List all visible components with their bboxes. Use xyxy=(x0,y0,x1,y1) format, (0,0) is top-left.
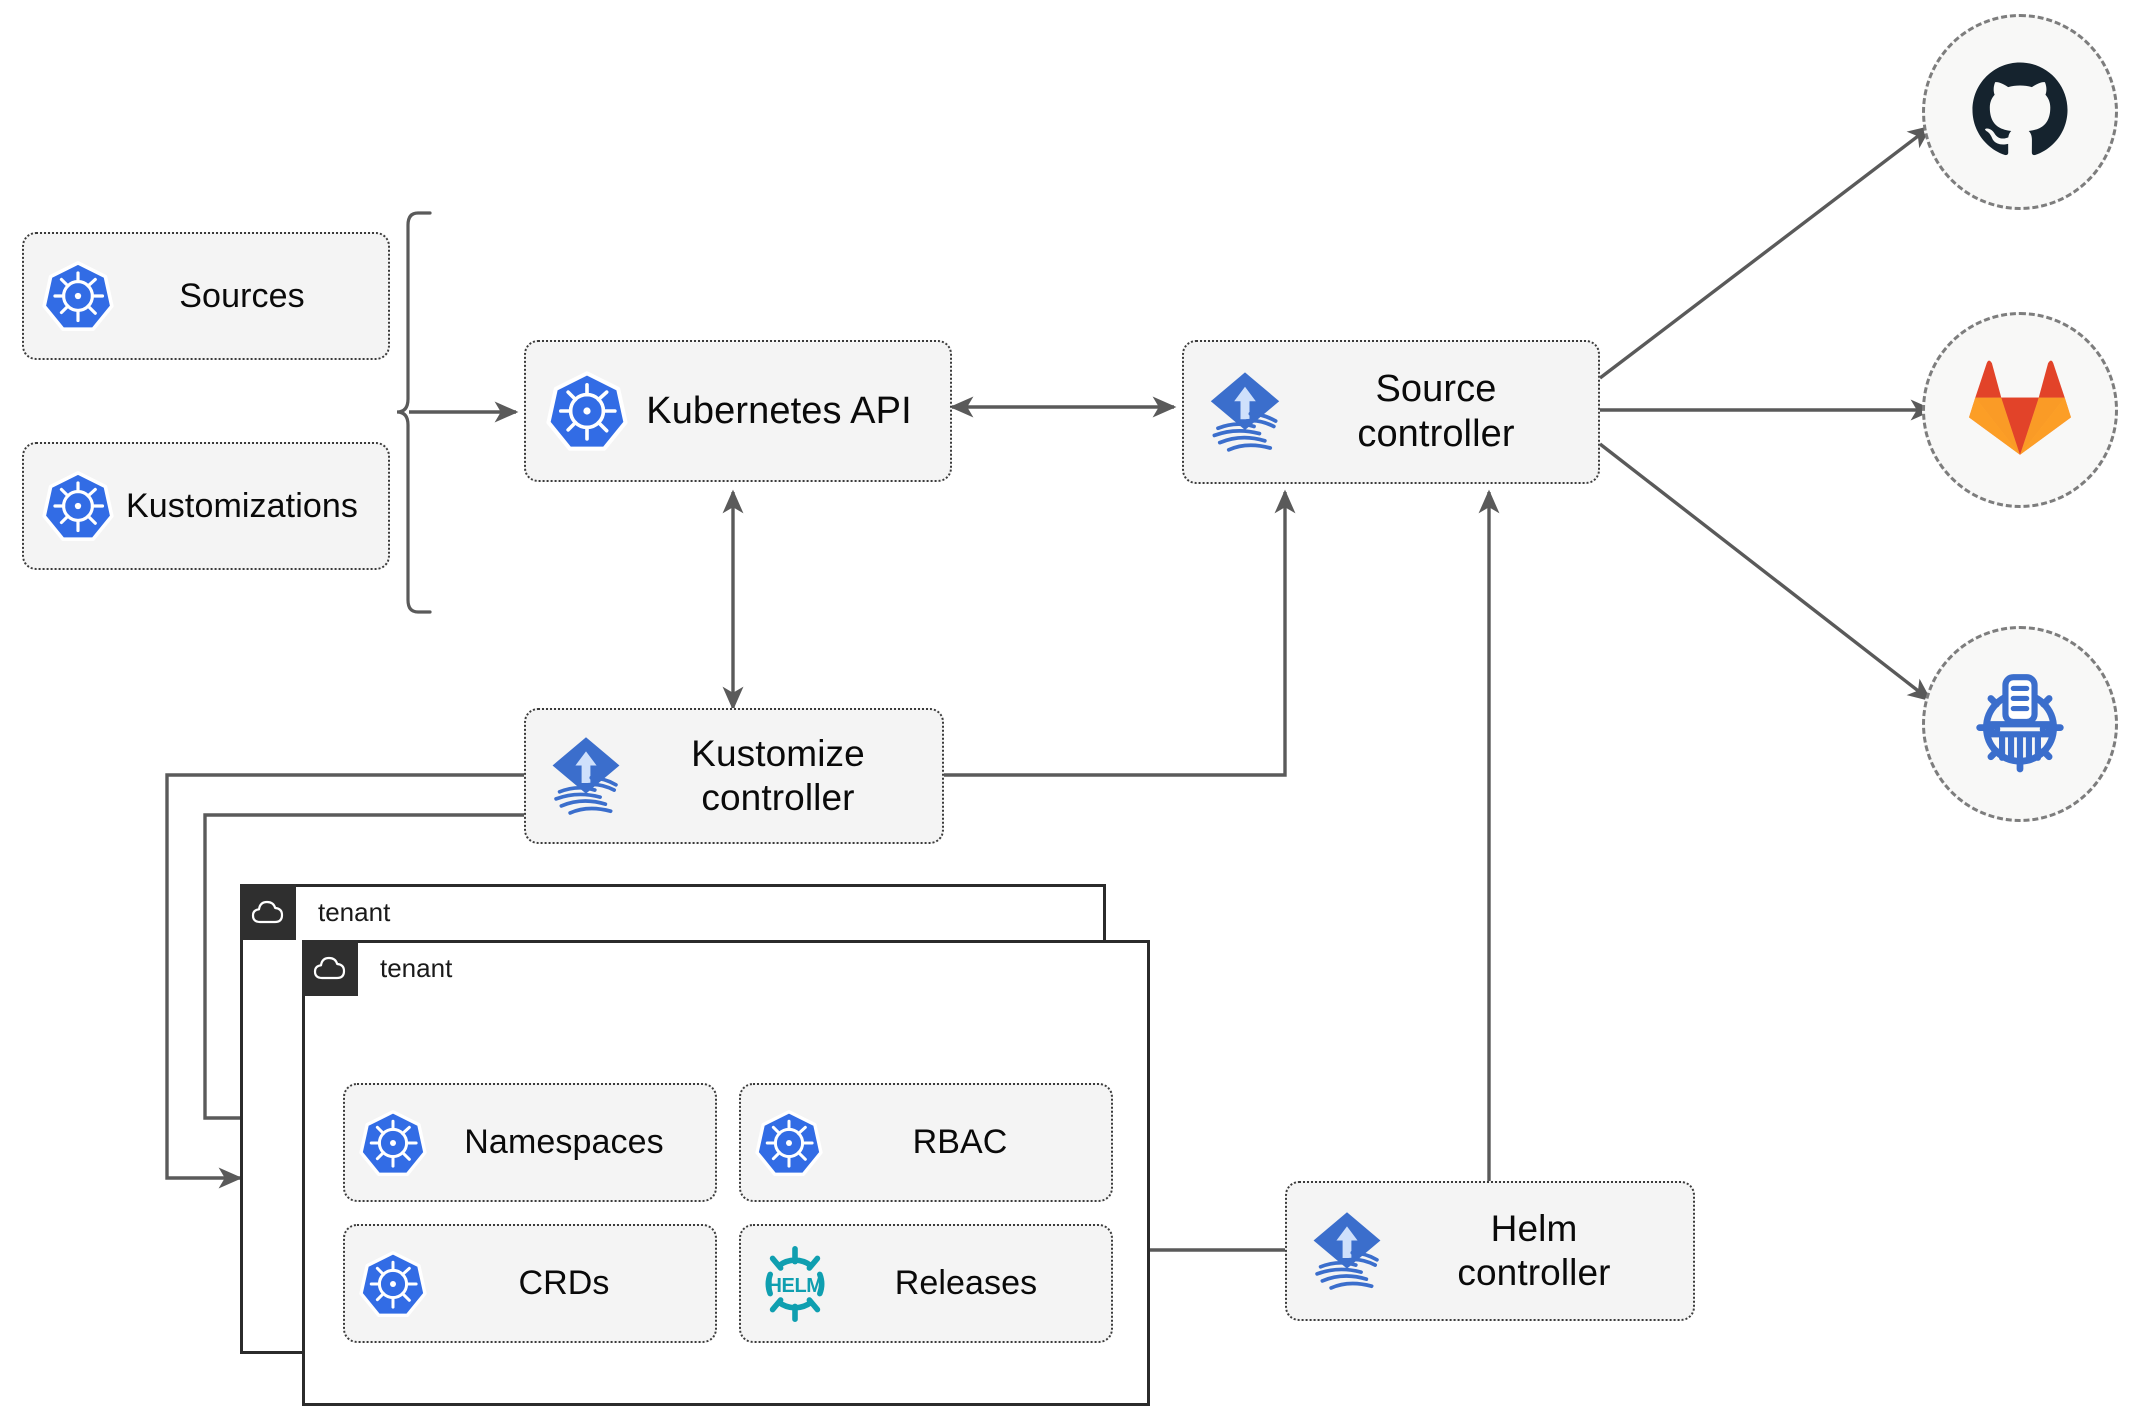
node-crds-label: CRDs xyxy=(518,1264,610,1303)
node-kustomize-controller-label: Kustomize controller xyxy=(630,732,926,819)
kubernetes-icon xyxy=(359,1250,427,1318)
node-kustomizations-label: Kustomizations xyxy=(126,486,358,525)
helm-repository-icon xyxy=(1964,666,2076,783)
provider-helm-repository[interactable] xyxy=(1922,626,2118,822)
flux-icon xyxy=(1200,367,1290,457)
kubernetes-icon xyxy=(42,470,114,542)
node-source-controller-line2: controller xyxy=(1357,413,1515,455)
node-helm-controller-line2: controller xyxy=(1457,1252,1611,1293)
node-kustomize-controller-line1: Kustomize xyxy=(691,733,865,775)
provider-gitlab[interactable] xyxy=(1922,312,2118,508)
node-helm-controller-label: Helm controller xyxy=(1391,1207,1677,1294)
edge-source-controller-to-github xyxy=(1598,125,1932,380)
node-namespaces-label: Namespaces xyxy=(464,1123,664,1162)
node-rbac-label: RBAC xyxy=(912,1123,1008,1162)
node-rbac[interactable]: RBAC xyxy=(739,1083,1113,1202)
github-icon xyxy=(1966,56,2074,169)
tenant-box-inner[interactable]: tenant xyxy=(302,940,1150,1406)
node-kustomize-controller-line2: controller xyxy=(701,777,855,818)
flux-icon xyxy=(542,732,630,820)
group-brace xyxy=(396,211,432,614)
node-kustomizations[interactable]: Kustomizations xyxy=(22,442,390,570)
node-sources[interactable]: Sources xyxy=(22,232,390,360)
tenant-tab-inner-label: tenant xyxy=(380,952,453,983)
kubernetes-icon xyxy=(359,1109,427,1177)
node-namespaces[interactable]: Namespaces xyxy=(343,1083,717,1202)
cloud-icon xyxy=(240,884,296,940)
edge-kustomize-to-source-controller xyxy=(944,489,1296,777)
tenant-resource-grid: Namespaces xyxy=(343,1083,1113,1343)
provider-github[interactable] xyxy=(1922,14,2118,210)
flux-icon xyxy=(1303,1207,1391,1295)
node-kustomize-controller[interactable]: Kustomize controller xyxy=(524,708,944,844)
kubernetes-icon xyxy=(42,260,114,332)
node-crds[interactable]: CRDs xyxy=(343,1224,717,1343)
gitlab-icon xyxy=(1968,358,2072,463)
edge-source-controller-to-helm-repository xyxy=(1598,442,1932,702)
node-source-controller[interactable]: Source controller xyxy=(1182,340,1600,484)
svg-text:HELM: HELM xyxy=(767,1275,822,1297)
tenant-tab-inner: tenant xyxy=(302,940,452,996)
kubernetes-icon xyxy=(546,370,628,452)
kubernetes-icon xyxy=(755,1109,823,1177)
node-helm-controller[interactable]: Helm controller xyxy=(1285,1181,1695,1321)
cloud-icon xyxy=(302,940,358,996)
tenant-tab-outer-label: tenant xyxy=(318,896,391,927)
tenant-tab-outer: tenant xyxy=(240,884,390,940)
node-source-controller-line1: Source xyxy=(1375,368,1497,411)
node-kubernetes-api[interactable]: Kubernetes API xyxy=(524,340,952,482)
helm-icon: HELM xyxy=(755,1244,835,1324)
node-helm-controller-line1: Helm xyxy=(1490,1208,1578,1250)
node-kubernetes-api-label: Kubernetes API xyxy=(646,389,912,432)
node-releases[interactable]: HELM Releases xyxy=(739,1224,1113,1343)
node-source-controller-label: Source controller xyxy=(1290,367,1582,457)
node-sources-label: Sources xyxy=(179,276,305,315)
node-releases-label: Releases xyxy=(894,1264,1038,1303)
